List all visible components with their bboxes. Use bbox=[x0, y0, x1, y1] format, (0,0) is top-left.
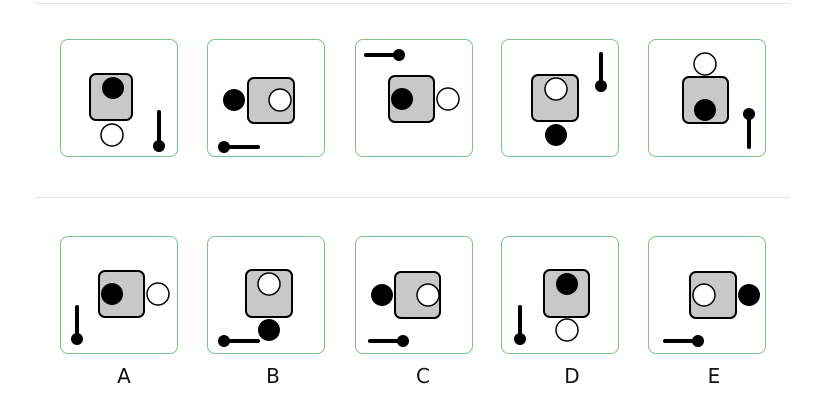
option-tile-e[interactable] bbox=[648, 236, 766, 354]
pin-head bbox=[218, 141, 230, 153]
white-disc bbox=[100, 123, 124, 147]
pin-head bbox=[393, 49, 405, 61]
black-disc bbox=[556, 273, 578, 295]
option-label-b: B bbox=[266, 364, 280, 388]
question-tile-3 bbox=[355, 39, 473, 157]
option-label-a: A bbox=[117, 364, 131, 388]
pin-head bbox=[153, 140, 165, 152]
black-disc bbox=[223, 89, 245, 111]
option-tile-d[interactable] bbox=[501, 236, 619, 354]
black-disc bbox=[102, 77, 124, 99]
pin-head bbox=[218, 335, 230, 347]
question-tile-4 bbox=[501, 39, 619, 157]
option-label-c: C bbox=[416, 364, 430, 388]
white-disc bbox=[416, 283, 440, 307]
pin-head bbox=[397, 335, 409, 347]
white-disc bbox=[692, 283, 716, 307]
question-tile-2 bbox=[207, 39, 325, 157]
pin-head bbox=[595, 80, 607, 92]
white-disc bbox=[544, 77, 568, 101]
black-disc bbox=[371, 284, 393, 306]
white-disc bbox=[555, 318, 579, 342]
white-disc bbox=[146, 282, 170, 306]
option-label-d: D bbox=[564, 364, 580, 388]
pin-head bbox=[71, 333, 83, 345]
question-tile-5 bbox=[648, 39, 766, 157]
black-disc bbox=[258, 319, 280, 341]
white-disc bbox=[693, 52, 717, 76]
option-tile-b[interactable] bbox=[207, 236, 325, 354]
option-label-e: E bbox=[707, 364, 721, 388]
middle-divider bbox=[35, 197, 790, 198]
top-divider bbox=[35, 3, 790, 4]
option-tile-c[interactable] bbox=[355, 236, 473, 354]
pin-head bbox=[514, 333, 526, 345]
option-tile-a[interactable] bbox=[60, 236, 178, 354]
white-disc bbox=[268, 88, 292, 112]
white-disc bbox=[257, 272, 281, 296]
black-disc bbox=[694, 99, 716, 121]
pin-head bbox=[692, 335, 704, 347]
question-tile-1 bbox=[60, 39, 178, 157]
white-disc bbox=[436, 87, 460, 111]
black-disc bbox=[101, 283, 123, 305]
black-disc bbox=[391, 88, 413, 110]
black-disc bbox=[545, 124, 567, 146]
black-disc bbox=[738, 284, 760, 306]
pin-head bbox=[743, 108, 755, 120]
